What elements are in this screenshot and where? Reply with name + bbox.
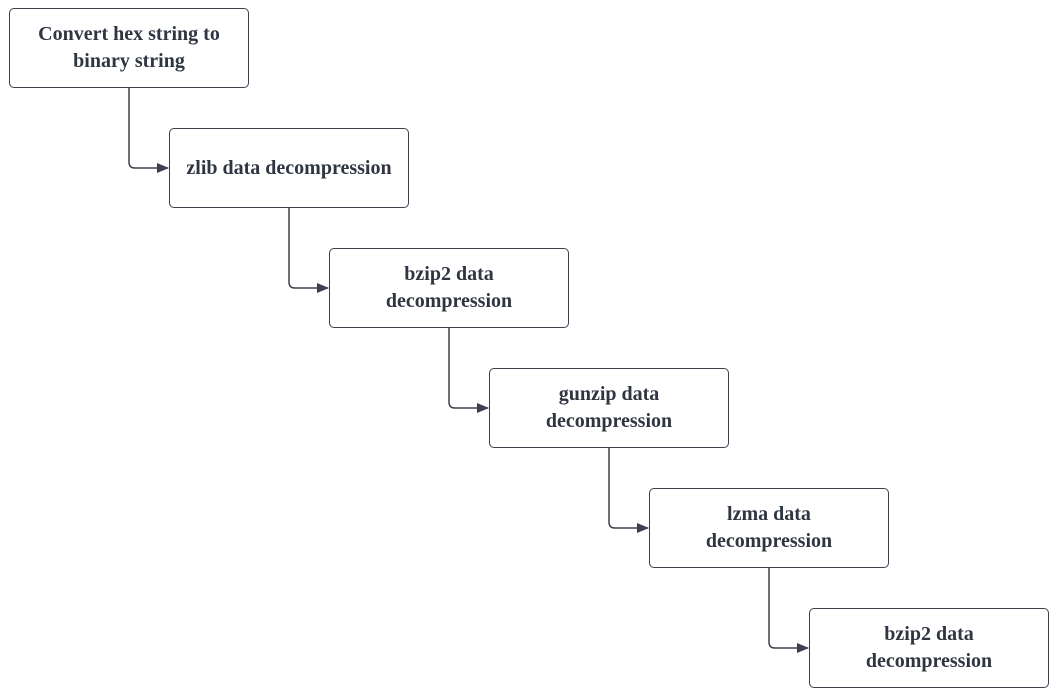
node-label: gunzip data decompression xyxy=(545,383,673,432)
node-gunzip-decompression: gunzip data decompression xyxy=(489,368,729,448)
node-label: lzma data decompression xyxy=(705,503,833,552)
edge-n4-n5 xyxy=(608,448,649,533)
node-label: bzip2 data decompression xyxy=(865,623,993,672)
node-convert-hex-to-binary: Convert hex string to binary string xyxy=(9,8,249,88)
node-label: zlib data decompression xyxy=(186,156,392,179)
node-bzip2-decompression: bzip2 data decompression xyxy=(329,248,569,328)
edge-n2-n3 xyxy=(288,208,329,293)
node-lzma-decompression: lzma data decompression xyxy=(649,488,889,568)
edge-n1-n2 xyxy=(128,88,169,173)
edge-n5-n6 xyxy=(768,568,809,653)
node-label: Convert hex string to binary string xyxy=(38,23,220,72)
node-zlib-decompression: zlib data decompression xyxy=(169,128,409,208)
edge-n3-n4 xyxy=(448,328,489,413)
node-bzip2-decompression-final: bzip2 data decompression xyxy=(809,608,1049,688)
node-label: bzip2 data decompression xyxy=(385,263,513,312)
